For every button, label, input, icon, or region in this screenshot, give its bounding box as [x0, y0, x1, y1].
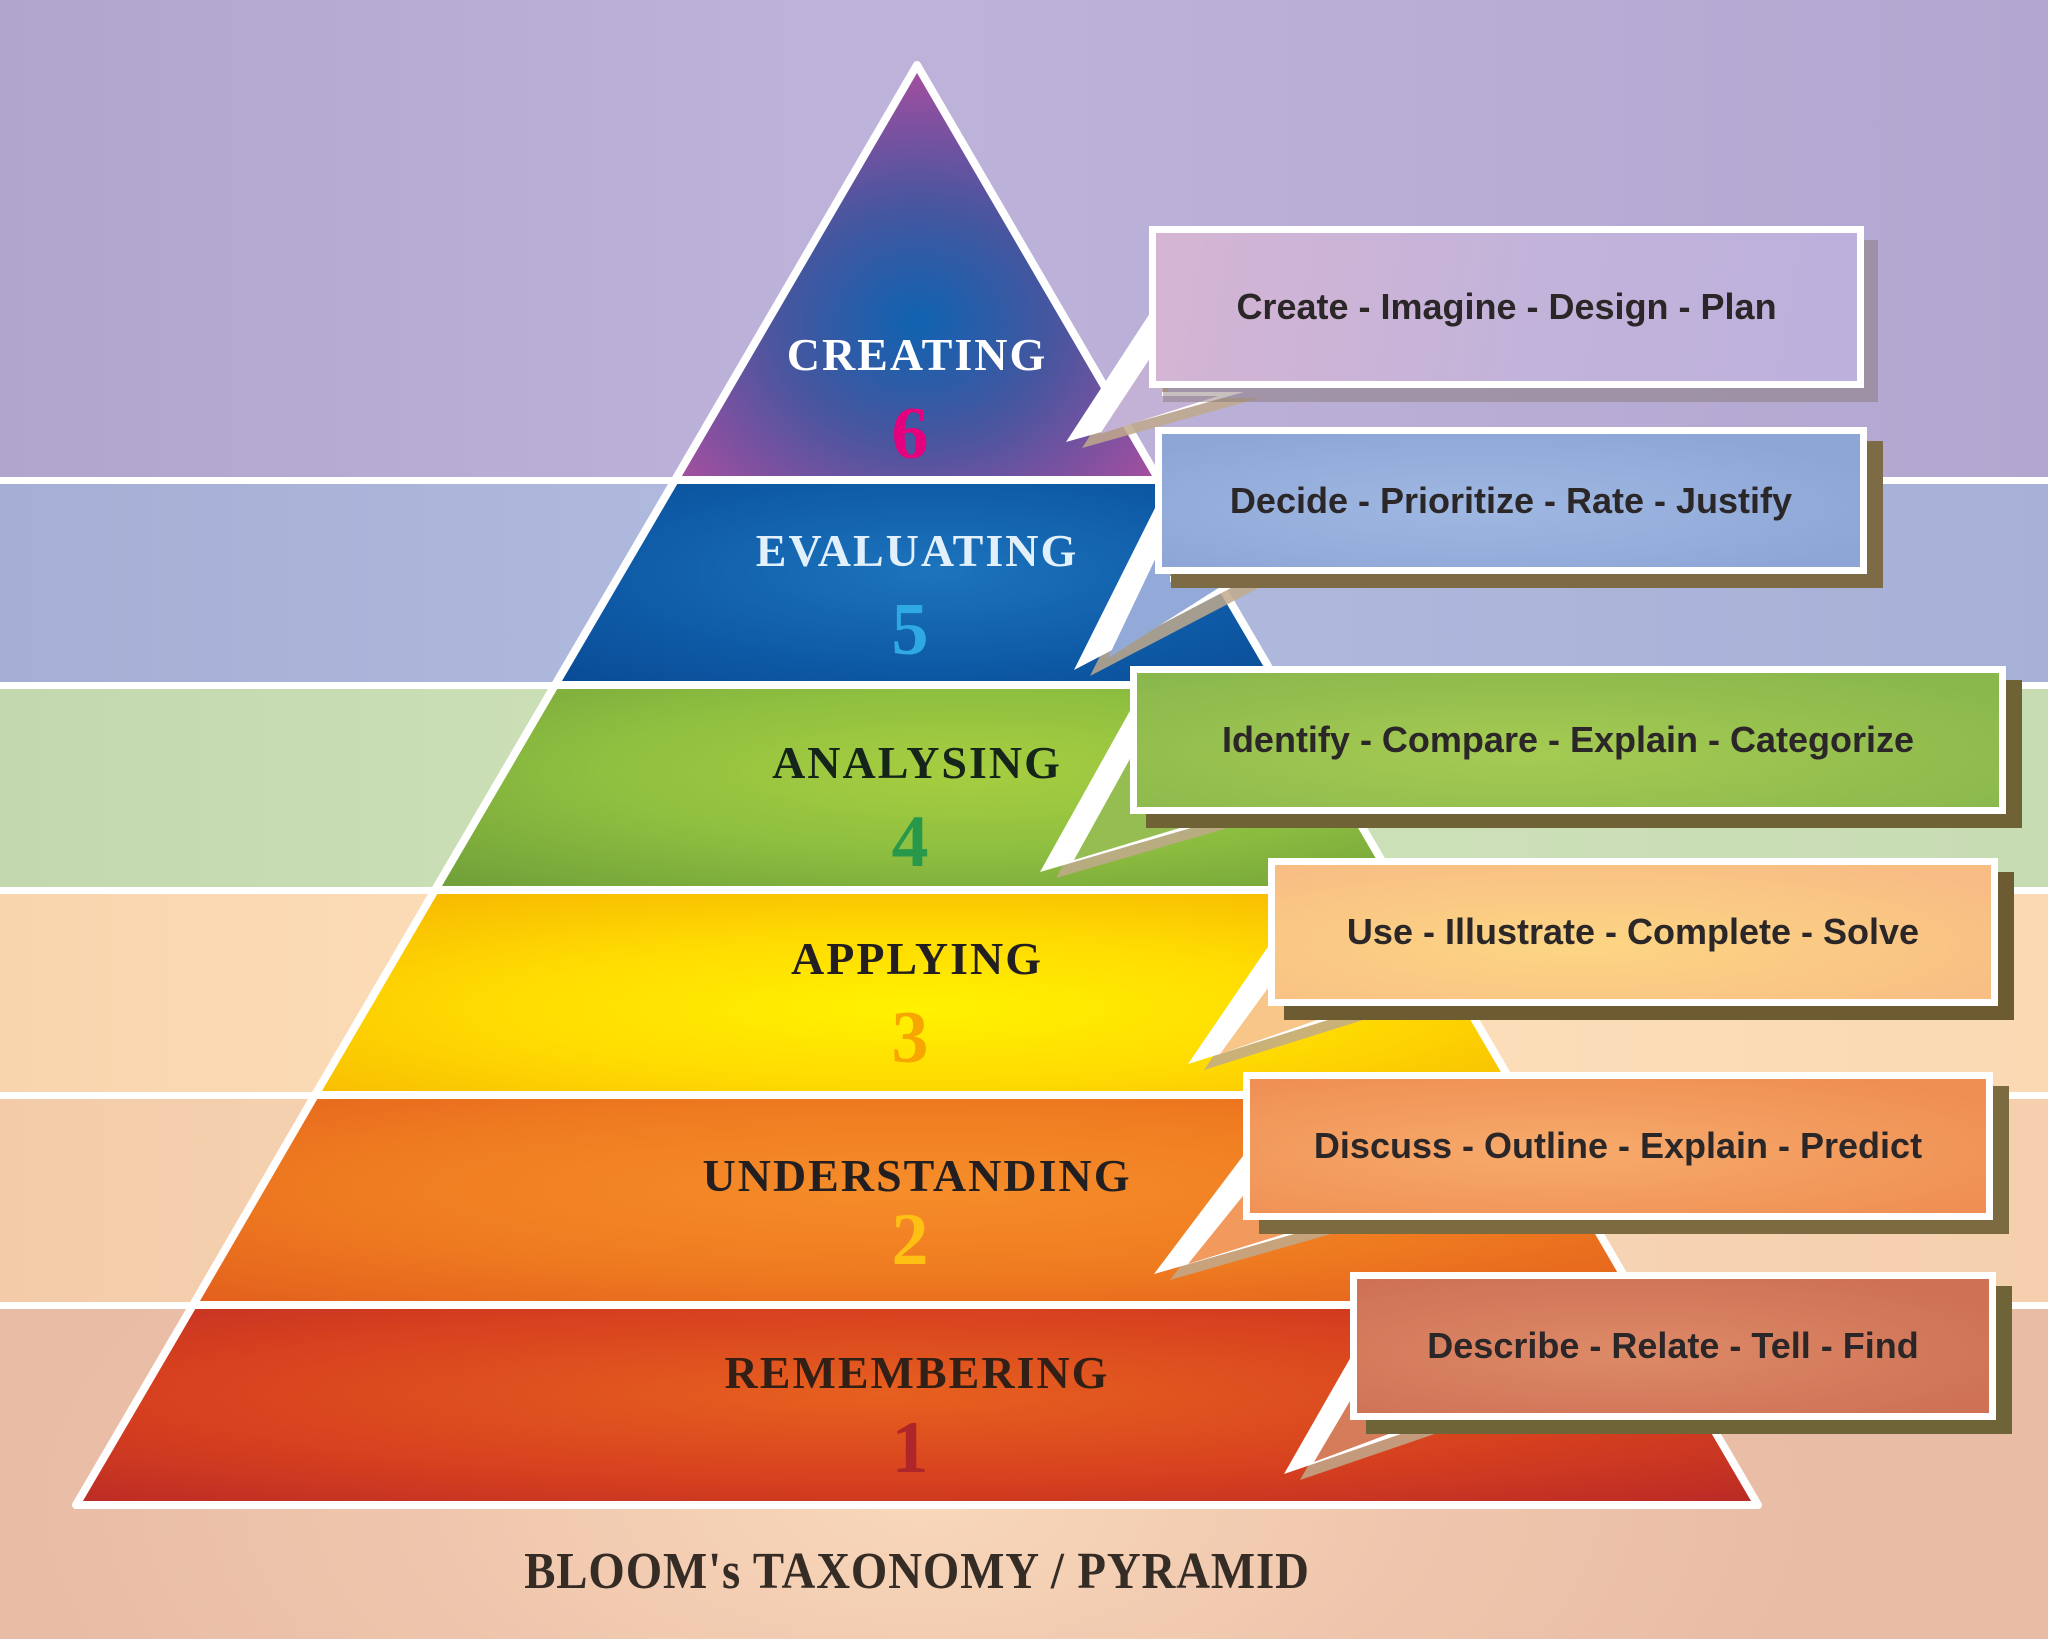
- level-evaluating-label: EVALUATING: [755, 525, 1079, 576]
- speech-bubble-analysing: Identify - Compare - Explain - Categoriz…: [1130, 666, 2006, 814]
- level-applying-number: 3: [891, 997, 929, 1079]
- level-understanding-label: UNDERSTANDING: [702, 1150, 1132, 1201]
- level-evaluating-number: 5: [891, 589, 929, 671]
- speech-bubble-creating-text: Create - Imagine - Design - Plan: [1236, 286, 1777, 327]
- speech-bubble-applying-text: Use - Illustrate - Complete - Solve: [1346, 911, 1920, 952]
- level-applying-label: APPLYING: [791, 933, 1043, 984]
- speech-bubble-remembering-text: Describe - Relate - Tell - Find: [1427, 1325, 1919, 1366]
- level-analysing-label: ANALYSING: [772, 737, 1062, 788]
- speech-bubble-applying: Use - Illustrate - Complete - Solve: [1268, 858, 1998, 1006]
- level-creating-number: 6: [891, 393, 929, 475]
- speech-bubble-creating: Create - Imagine - Design - Plan: [1149, 226, 1864, 388]
- speech-bubble-evaluating-text: Decide - Prioritize - Rate - Justify: [1229, 479, 1793, 521]
- level-remembering-number: 1: [891, 1407, 929, 1489]
- pyramid-level-creating: [671, 61, 1163, 484]
- level-analysing-number: 4: [891, 801, 929, 883]
- level-creating-label: CREATING: [786, 329, 1048, 380]
- level-remembering-label: REMEMBERING: [724, 1347, 1110, 1398]
- speech-bubble-understanding-text: Discuss - Outline - Explain - Predict: [1313, 1125, 1923, 1166]
- speech-tail-evaluating: [1074, 498, 1270, 676]
- speech-bubble-understanding: Discuss - Outline - Explain - Predict: [1243, 1072, 1993, 1220]
- level-understanding-number: 2: [891, 1199, 929, 1281]
- speech-bubble-evaluating: Decide - Prioritize - Rate - Justify: [1155, 427, 1867, 574]
- speech-bubble-remembering: Describe - Relate - Tell - Find: [1350, 1272, 1996, 1420]
- poster-title: BLOOM's TAXONOMY / PYRAMID: [524, 1543, 1310, 1600]
- speech-bubble-analysing-text: Identify - Compare - Explain - Categoriz…: [1221, 719, 1915, 760]
- speech-tail-applying: [1188, 938, 1382, 1070]
